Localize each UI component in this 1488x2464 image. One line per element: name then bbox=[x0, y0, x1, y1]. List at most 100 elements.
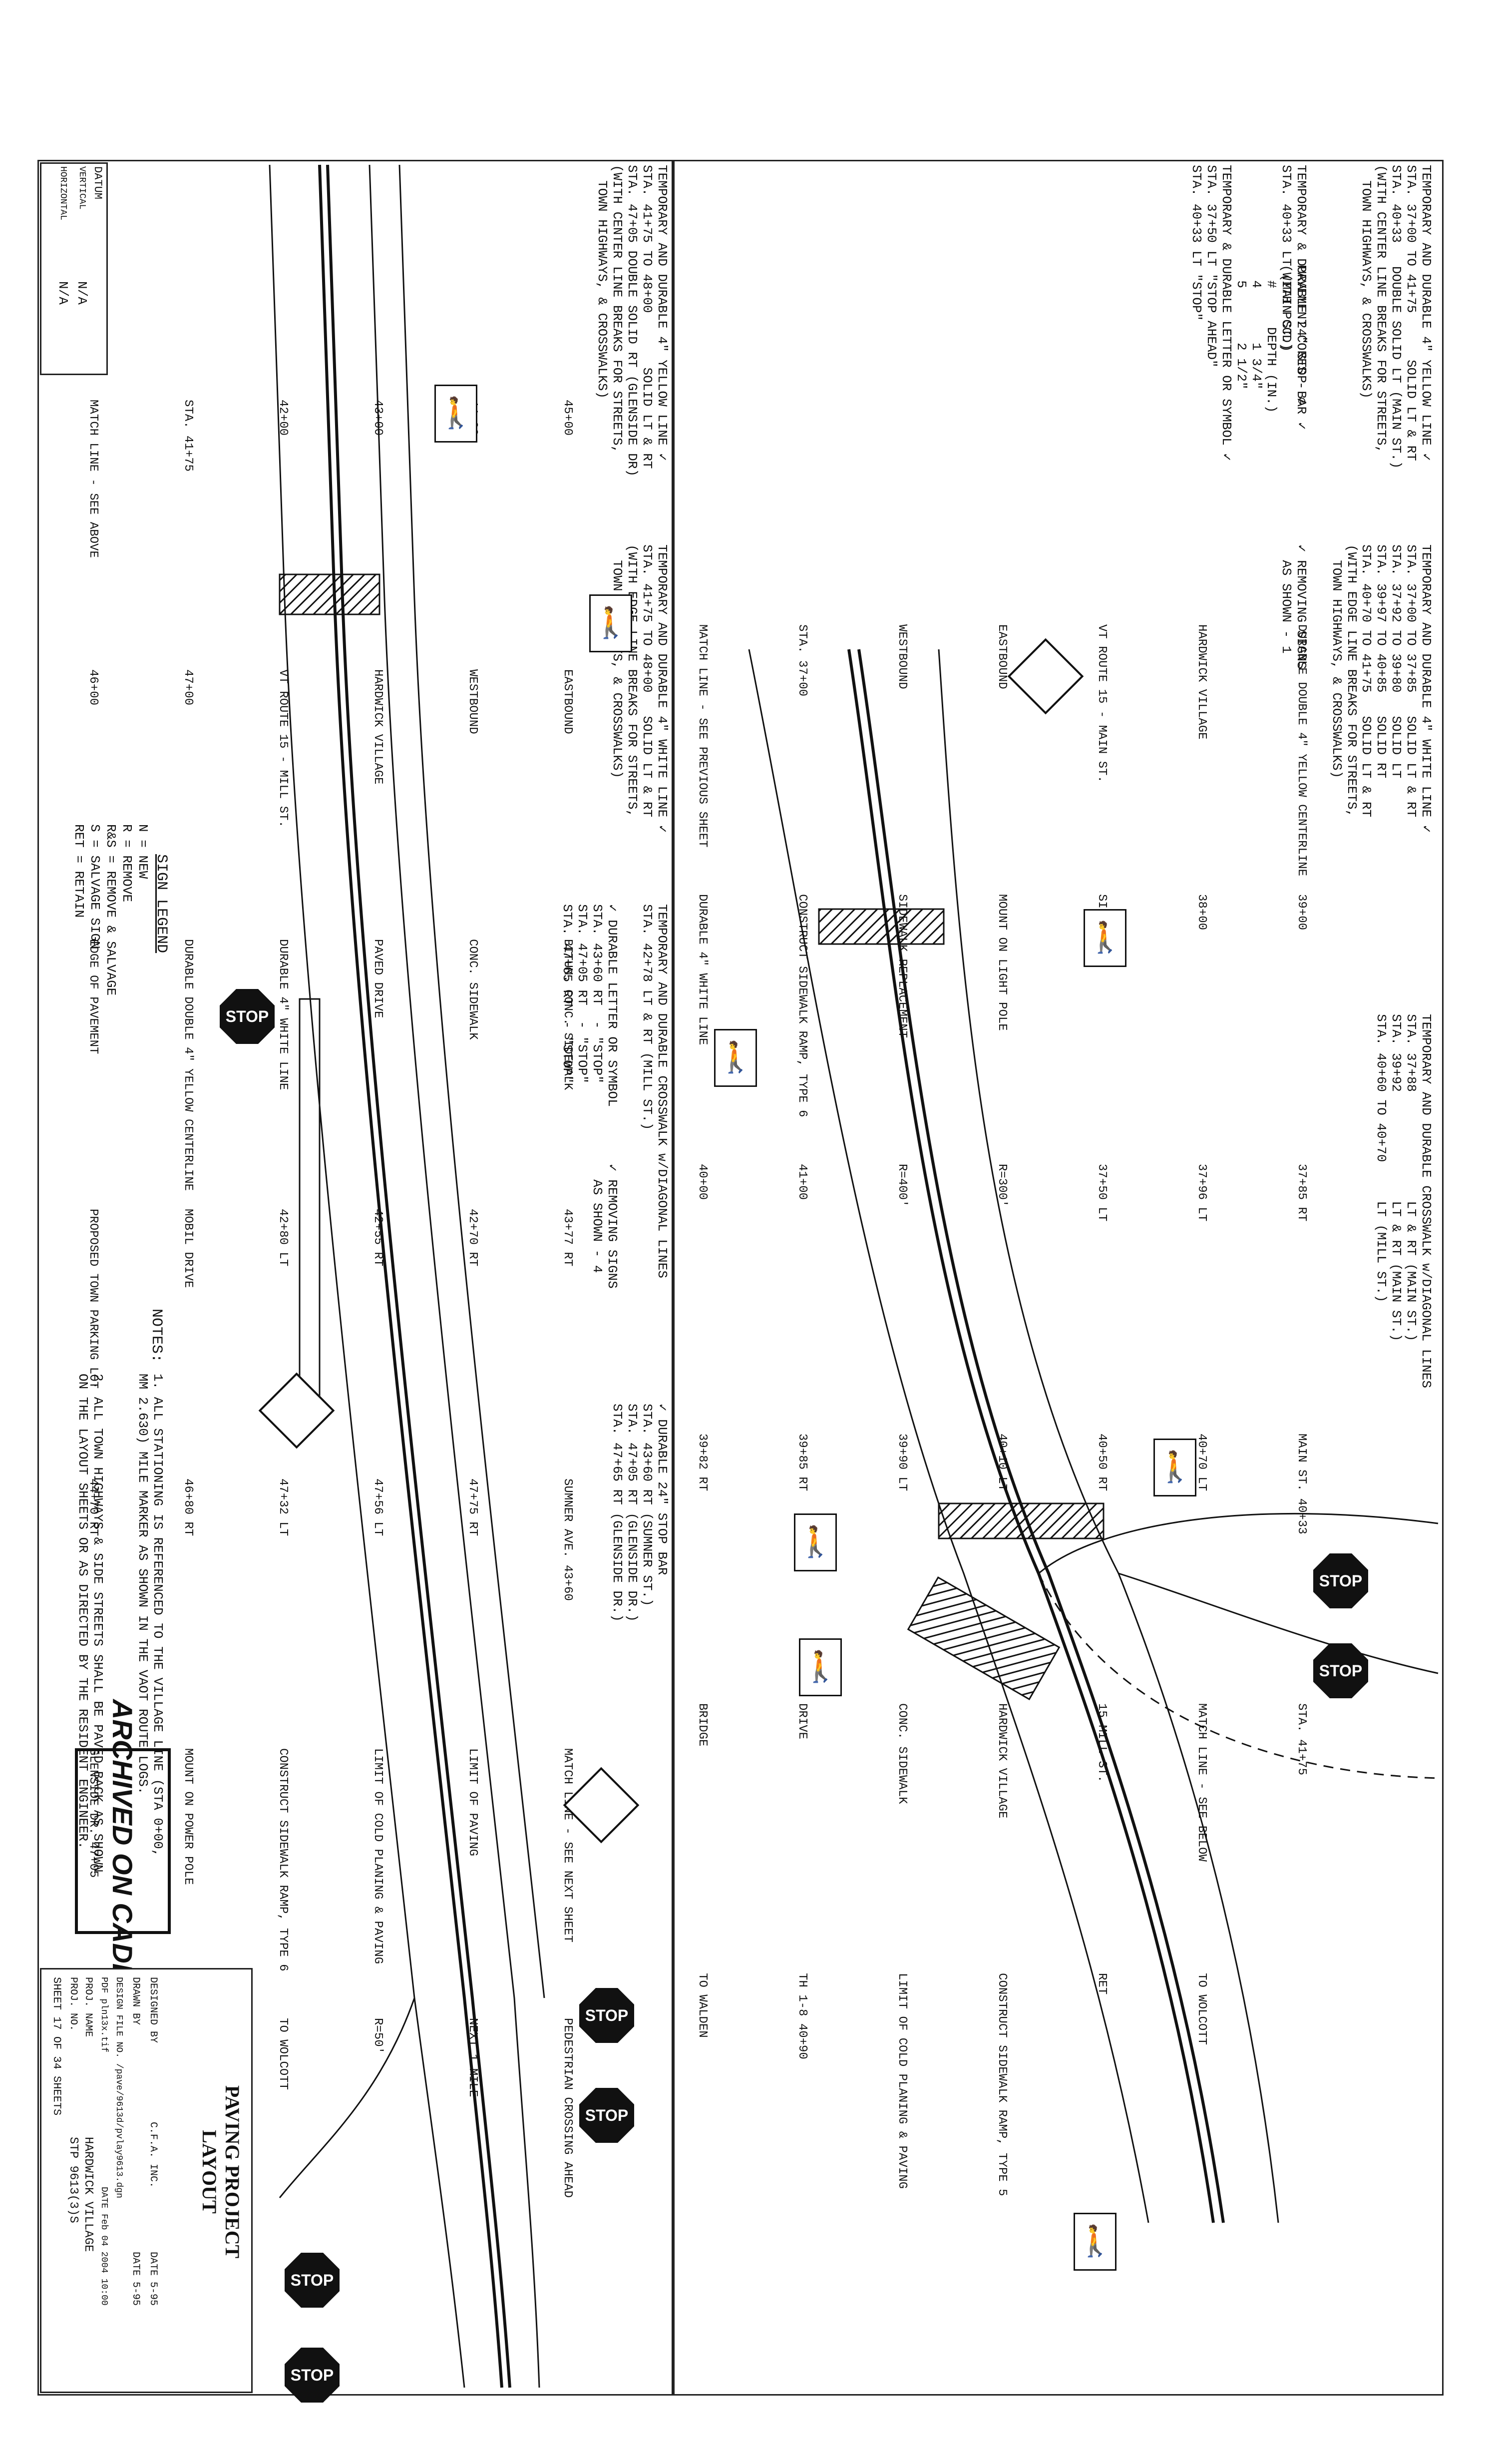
crosswalk-42-78 bbox=[279, 573, 380, 615]
sign-legend-item: N = NEW bbox=[135, 824, 150, 879]
drawing-label: VT ROUTE 15 - MAIN ST. bbox=[1095, 624, 1109, 783]
drawing-label: HARDWICK VILLAGE bbox=[371, 669, 384, 785]
sidewalk-line bbox=[398, 164, 545, 1998]
drawing-label: MOUNT ON POWER POLE bbox=[181, 1748, 195, 1885]
upper-panel-frame bbox=[672, 160, 1444, 2396]
drawing-label: EASTBOUND bbox=[995, 624, 1009, 689]
drawing-label: EASTBOUND bbox=[561, 669, 574, 734]
drawing-label: DURABLE DOUBLE 4" YELLOW CENTERLINE bbox=[181, 939, 195, 1191]
sheet-title: PAVING PROJECT LAYOUT bbox=[198, 2085, 244, 2259]
drawing-label: 43+00 bbox=[371, 400, 384, 436]
drawing-label: MOUNT ON LIGHT POLE bbox=[995, 894, 1009, 1031]
datum-vertical-label: VERTICAL bbox=[77, 166, 87, 210]
drawing-label: 42+00 bbox=[276, 400, 290, 436]
upper-crosswalk-block: TEMPORARY AND DURABLE CROSSWALK w/DIAGON… bbox=[1374, 1014, 1434, 1388]
stop-sign: STOP bbox=[1313, 1643, 1368, 1698]
drawing-label: 15 MILL ST. bbox=[1095, 1703, 1109, 1783]
drawing-label: STA. 37+00 bbox=[795, 624, 809, 697]
title-block: PAVING PROJECT LAYOUT DESIGNED BY C.F.A.… bbox=[40, 1968, 253, 2393]
stop-sign: STOP bbox=[1313, 1553, 1368, 1608]
pavement-cores-block: PAVEMENT CORES - ⊘ (WITH PCCD) # DEPTH (… bbox=[1234, 265, 1309, 413]
drawing-label: STA. 41+75 bbox=[1295, 1703, 1308, 1776]
drawing-label: CONSTRUCT SIDEWALK RAMP, TYPE 6 bbox=[276, 1748, 290, 1971]
drawing-label: 39+90 LT bbox=[895, 1434, 909, 1491]
bridge-road-2 bbox=[1118, 1572, 1439, 1674]
drawing-label: R=300' bbox=[995, 1164, 1009, 1207]
drawing-label: MATCH LINE - SEE PREVIOUS SHEET bbox=[696, 624, 709, 848]
drawing-label: DURABLE 4" WHITE LINE bbox=[276, 939, 290, 1090]
drawing-label: MAIN ST. 40+33 bbox=[1295, 1434, 1308, 1534]
crosswalk-mill bbox=[907, 1576, 1061, 1701]
drawing-label: CONC. SIDEWALK bbox=[895, 1703, 909, 1804]
pedestrian-sign: 🚶 bbox=[794, 1513, 837, 1571]
drawing-label: CONC. SIDEWALK bbox=[466, 939, 479, 1040]
drawing-label: STA. 41+75 bbox=[181, 400, 195, 472]
mill-st-road-edge-left bbox=[269, 164, 465, 2388]
sign-legend-item: S = SALVAGE SIGN bbox=[87, 824, 102, 949]
drawing-label: 37+50 LT bbox=[1095, 1164, 1109, 1222]
drawing-label: 47+00 bbox=[181, 669, 195, 706]
archived-stamp: ARCHIVED ON CADD bbox=[75, 1699, 171, 1983]
project-name: HARDWICK VILLAGE bbox=[81, 2137, 95, 2252]
stop-sign: STOP bbox=[285, 2253, 340, 2308]
drawing-label: 38+00 bbox=[1195, 894, 1208, 931]
main-st-road-edge-left bbox=[748, 649, 1149, 2223]
proj-no-label: PROJ. NO. bbox=[67, 1977, 79, 2031]
datum-box: DATUM VERTICAL N/A HORIZONTAL N/A bbox=[40, 162, 108, 375]
drawing-label: DURABLE 4" WHITE LINE bbox=[696, 894, 709, 1045]
drawing-label: 39+85 RT bbox=[795, 1434, 809, 1491]
lower-crosswalk-block: TEMPORARY AND DURABLE CROSSWALK w/DIAGON… bbox=[640, 904, 670, 1278]
mill-st-centerline bbox=[318, 164, 503, 2388]
datum-vertical-value: N/A bbox=[74, 281, 89, 305]
drawing-label: 42+70 RT bbox=[466, 1209, 479, 1267]
drawing-label: DRIVE bbox=[795, 1703, 809, 1740]
pedestrian-sign: 🚶 bbox=[1153, 1439, 1196, 1496]
crosswalk-37-88 bbox=[818, 908, 945, 945]
drawing-label: WESTBOUND bbox=[895, 624, 909, 689]
designed-by-label: DESIGNED BY bbox=[147, 1977, 159, 2043]
drawing-label: MATCH LINE - SEE ABOVE bbox=[86, 400, 100, 558]
plot-date: DATE Feb 04 2004 10:00 bbox=[99, 2187, 109, 2306]
lower-yellow-line-block: TEMPORARY AND DURABLE 4" YELLOW LINE ✓ S… bbox=[595, 165, 670, 477]
drawing-label: 46+00 bbox=[86, 669, 100, 706]
drawing-label: WESTBOUND bbox=[466, 669, 479, 734]
drawing-label: TO WOLCOTT bbox=[1195, 1973, 1208, 2045]
drawing-label: LIMIT OF PAVING bbox=[466, 1748, 479, 1857]
drawing-label: RET bbox=[1095, 1973, 1109, 1995]
sign-legend-item: R&S = REMOVE & SALVAGE bbox=[103, 824, 118, 996]
drawing-label: 47+75 RT bbox=[466, 1478, 479, 1536]
drawing-label: CONSTRUCT SIDEWALK RAMP, TYPE 6 bbox=[795, 894, 809, 1117]
firm-name: C.F.A. INC. bbox=[147, 2122, 159, 2188]
drawing-label: SUMNER AVE. 43+60 bbox=[561, 1478, 574, 1601]
pedestrian-sign: 🚶 bbox=[434, 385, 477, 443]
drawing-label: 37+85 RT bbox=[1295, 1164, 1308, 1222]
drawing-label: SIDEWALK REPLACEMENT bbox=[895, 894, 909, 1038]
archived-stamp-text: ARCHIVED ON CADD bbox=[107, 1699, 139, 1983]
drawing-label: 47+32 LT bbox=[276, 1478, 290, 1536]
drawing-label: LIMIT OF COLD PLANING & PAVING bbox=[371, 1748, 384, 1965]
datum-horizontal-value: N/A bbox=[55, 281, 70, 305]
pedestrian-sign: 🚶 bbox=[714, 1029, 757, 1087]
proj-name-label: PROJ. NAME bbox=[82, 1977, 94, 2037]
sheet-number: SHEET 17 OF 34 SHEETS bbox=[50, 1977, 63, 2116]
sign-legend-item: R = REMOVE bbox=[119, 824, 134, 903]
lower-panel-frame bbox=[37, 160, 675, 2396]
lower-panel-notes: TEMPORARY AND DURABLE 4" YELLOW LINE ✓ S… bbox=[519, 165, 670, 2163]
drawing-label: TH 1-8 40+90 bbox=[795, 1973, 809, 2059]
drawing-label: LIMIT OF COLD PLANING & PAVING bbox=[895, 1973, 909, 2189]
drawing-label: BRIDGE bbox=[696, 1703, 709, 1747]
datum-horizontal-label: HORIZONTAL bbox=[58, 166, 68, 221]
drawing-label: R=400' bbox=[895, 1164, 909, 1207]
stop-sign: STOP bbox=[579, 2088, 634, 2143]
bridge-road bbox=[1038, 1512, 1439, 1574]
design-file: DESIGN FILE NO. /pave/9613d/pvlay9613.dg… bbox=[114, 1977, 124, 2198]
drawing-label: 43+77 RT bbox=[561, 1209, 574, 1267]
mill-st-curve bbox=[1038, 1573, 1439, 1779]
drawing-label: 40+70 LT bbox=[1195, 1434, 1208, 1491]
drawing-label: DURABLE DOUBLE 4" YELLOW CENTERLINE bbox=[1295, 624, 1308, 877]
drawn-by-label: DRAWN BY bbox=[130, 1977, 141, 2025]
drawing-label: TO WALDEN bbox=[696, 1973, 709, 2038]
drawing-label: 40+50 RT bbox=[1095, 1434, 1109, 1491]
